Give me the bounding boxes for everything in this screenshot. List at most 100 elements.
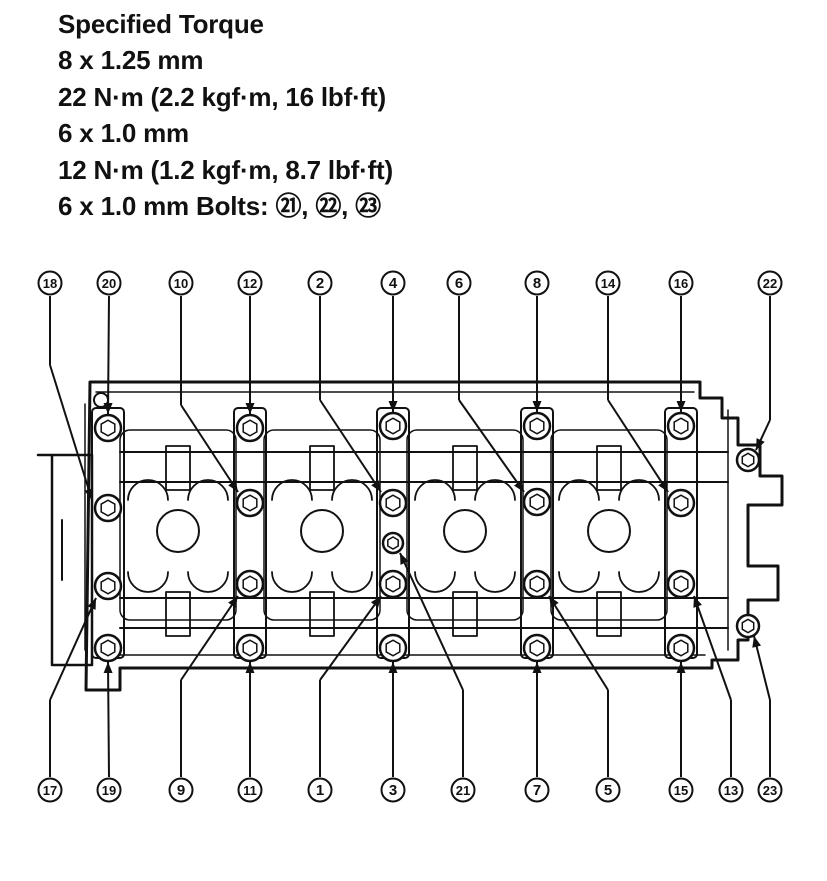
leader-8-arrow (532, 401, 542, 412)
leader-1 (319, 595, 382, 681)
callout-18: 18 (37, 270, 63, 296)
lower-valve (558, 571, 600, 593)
leader-2-arrow (371, 480, 381, 492)
bolt-head (522, 569, 552, 599)
callout-ring (96, 777, 122, 803)
cylinder-bay-1 (119, 429, 237, 637)
callout-16: 16 (668, 270, 694, 296)
bolt-hex (385, 639, 401, 657)
upper-camshaft (119, 451, 729, 483)
callout-1: 1 (307, 777, 333, 803)
bolt-head (235, 633, 265, 663)
leader-9-arrow (228, 596, 238, 608)
callout-number: 23 (763, 783, 777, 798)
bolt-22 (735, 447, 761, 473)
bolt-hex (100, 639, 116, 657)
callout-ring (307, 777, 333, 803)
callout-ring (524, 777, 550, 803)
upper-valve (331, 479, 373, 501)
callout-12: 12 (237, 270, 263, 296)
cam-holder-1 (91, 407, 125, 659)
callout-number: 19 (102, 783, 116, 798)
bolt-1 (378, 569, 408, 599)
leader-11-arrow (245, 662, 255, 673)
bolt-head (666, 633, 696, 663)
leader-18-arrow (84, 488, 93, 500)
bolt-hex (529, 493, 545, 511)
bolt-6 (522, 487, 552, 517)
upper-valve (474, 479, 516, 501)
bolt-hex (242, 494, 258, 512)
upper-valve (618, 479, 660, 501)
leader-20 (107, 295, 110, 415)
lower-cam-lobe (452, 591, 478, 637)
leader-17 (49, 597, 97, 701)
bolt-13 (666, 569, 696, 599)
callout-ring (380, 777, 406, 803)
callout-6: 6 (446, 270, 472, 296)
bolt-12 (235, 413, 265, 443)
leader-6 (458, 399, 525, 493)
callout-number: 15 (674, 783, 688, 798)
callout-number: 10 (174, 276, 188, 291)
leader-5-arrow (549, 596, 559, 608)
bolt-head (93, 493, 123, 523)
callout-15: 15 (668, 777, 694, 803)
head-outline (84, 380, 784, 692)
leader-21 (399, 552, 464, 691)
bolt-hex (385, 417, 401, 435)
bolt-18 (93, 493, 123, 523)
callout-ring (757, 777, 783, 803)
callout-ring (595, 270, 621, 296)
callout-number: 12 (243, 276, 257, 291)
callout-ring (37, 270, 63, 296)
cylinder-bay-2 (263, 429, 381, 637)
bolt-hex (529, 639, 545, 657)
spec-torque-12: 12 N·m (1.2 kgf·m, 8.7 lbf·ft) (58, 154, 393, 185)
lower-cam-lobe (596, 591, 622, 637)
callout-4: 4 (380, 270, 406, 296)
leader-5 (548, 595, 609, 691)
callout-ring (757, 270, 783, 296)
lower-cam-lobe (309, 591, 335, 637)
callout-number: 22 (763, 276, 777, 291)
bolt-3 (378, 633, 408, 663)
callout-13: 13 (718, 777, 744, 803)
bolt-hex (529, 417, 545, 435)
bolt-head (735, 447, 761, 473)
spec-bolt-size-8: 8 x 1.25 mm (58, 45, 204, 76)
callout-11: 11 (237, 777, 263, 803)
callout-8: 8 (524, 270, 550, 296)
bolt-11 (235, 633, 265, 663)
bolt-head (378, 488, 408, 518)
bolt-17 (93, 571, 123, 601)
bolt-head (93, 633, 123, 663)
bolt-hex (673, 494, 689, 512)
bay-outline (550, 429, 668, 621)
callout-7: 7 (524, 777, 550, 803)
callout-ring (450, 777, 476, 803)
bolt-head (522, 411, 552, 441)
bolt-head (93, 571, 123, 601)
cam-holder-5 (664, 407, 698, 659)
spec-bolts-list: 6 x 1.0 mm Bolts: ㉑, ㉒, ㉓ (58, 191, 381, 222)
bolt-head (235, 569, 265, 599)
spark-plug-hole (300, 509, 344, 553)
bolt-hex (529, 575, 545, 593)
leader-22-arrow (756, 438, 765, 450)
callout-number: 7 (533, 782, 541, 799)
callout-ring (168, 270, 194, 296)
callout-number: 14 (601, 276, 616, 291)
bolt-hex (100, 419, 116, 437)
bay-outline (119, 429, 237, 621)
bay-outline (263, 429, 381, 621)
upper-cam-lobe (309, 445, 335, 491)
bolt-hex (385, 494, 401, 512)
bolt-15 (666, 633, 696, 663)
bolt-hex (100, 499, 116, 517)
callout-number: 4 (389, 275, 398, 292)
callout-ring (237, 777, 263, 803)
callout-number: 18 (43, 276, 57, 291)
bolt-hex (673, 575, 689, 593)
bolt-head (735, 613, 761, 639)
